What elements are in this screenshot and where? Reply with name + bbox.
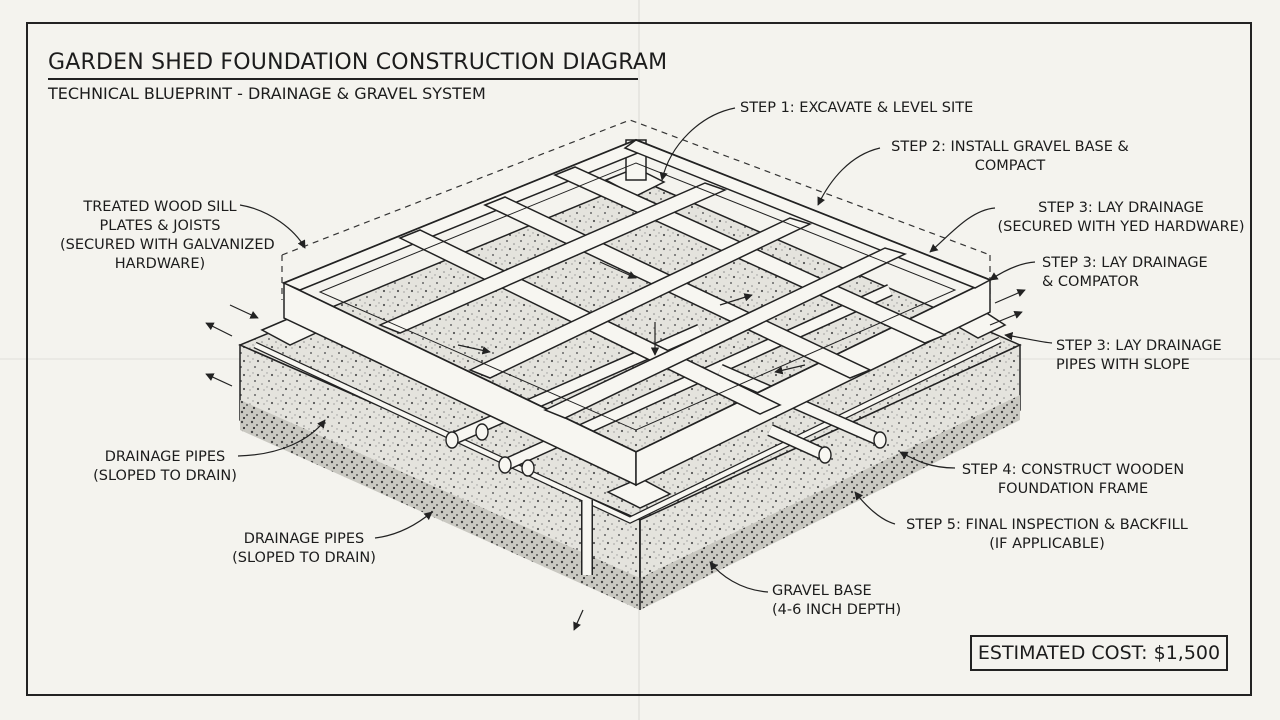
label-step-3-slope: STEP 3: LAY DRAINAGE PIPES WITH SLOPE [1056,338,1222,373]
label-step-3-compator: STEP 3: LAY DRAINAGE & COMPATOR [1042,255,1208,290]
label-drainage-pipes-1: DRAINAGE PIPES (SLOPED TO DRAIN) [93,449,237,484]
wooden-foundation-frame [260,138,1007,509]
label-step-2: STEP 2: INSTALL GRAVEL BASE & COMPACT [891,139,1129,174]
leader-lines [205,107,1053,631]
label-step-4: STEP 4: CONSTRUCT WOODEN FOUNDATION FRAM… [961,462,1185,497]
drawing-border [26,22,1252,696]
page-subtitle: TECHNICAL BLUEPRINT - DRAINAGE & GRAVEL … [48,84,486,103]
page-title: GARDEN SHED FOUNDATION CONSTRUCTION DIAG… [48,50,668,75]
label-step-3-hardware: STEP 3: LAY DRAINAGE (SECURED WITH YED H… [997,200,1245,235]
title-underline [48,78,638,80]
label-drainage-pipes-2: DRAINAGE PIPES (SLOPED TO DRAIN) [232,531,376,566]
label-sill-plates: TREATED WOOD SILL PLATES & JOISTS (SECUR… [60,199,275,272]
label-gravel-base: GRAVEL BASE (4-6 INCH DEPTH) [772,583,902,618]
estimated-cost-text: ESTIMATED COST: $1,500 [977,642,1221,664]
label-step-5: STEP 5: FINAL INSPECTION & BACKFILL (IF … [906,517,1188,552]
label-step-1: STEP 1: EXCAVATE & LEVEL SITE [740,100,974,116]
estimated-cost-box: ESTIMATED COST: $1,500 [970,635,1228,671]
